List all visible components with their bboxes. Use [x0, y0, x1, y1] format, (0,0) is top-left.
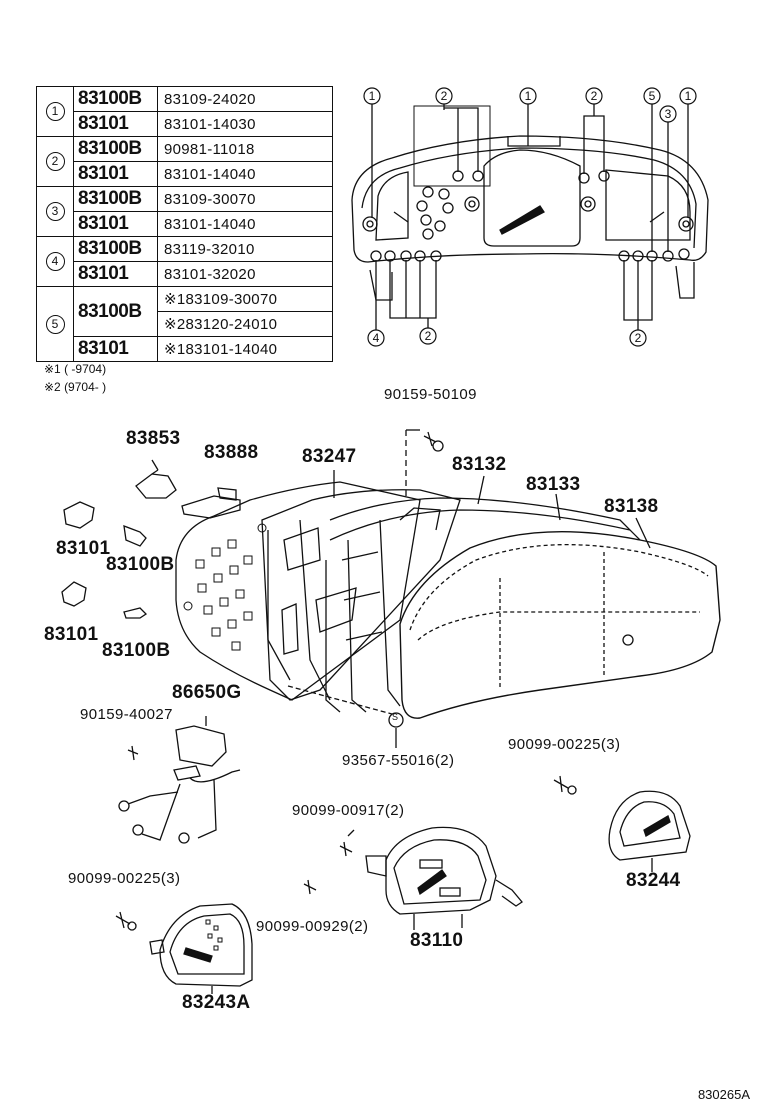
part-83853: 83853 — [126, 428, 181, 449]
legend-sub: ※283120-24010 — [157, 311, 333, 337]
part-83101-a: 83101 — [56, 538, 111, 559]
callout-bottom-2: 2 — [425, 329, 432, 343]
legend-main: 83101 — [73, 161, 158, 187]
legend-sub: 83101-14040 — [157, 161, 333, 187]
legend-main: 83101 — [73, 336, 158, 362]
part-90099-00225-b: 90099-00225(3) — [68, 870, 181, 887]
legend-main: 83100B — [73, 86, 158, 112]
part-90099-00929: 90099-00929(2) — [256, 918, 369, 935]
part-90159-40027: 90159-40027 — [80, 706, 173, 723]
s-mark: S — [392, 712, 399, 722]
part-83138: 83138 — [604, 496, 659, 517]
part-83132: 83132 — [452, 454, 507, 475]
note-2: ※2 (9704- ) — [44, 380, 107, 394]
callout-bottom-3: 2 — [635, 331, 642, 345]
legend-sub: ※183101-14040 — [157, 336, 333, 362]
callout-top-4: 2 — [591, 89, 598, 103]
part-83101-b: 83101 — [44, 624, 99, 645]
note-1: ※1 ( -9704) — [44, 362, 107, 376]
callout-top-6: 1 — [685, 89, 692, 103]
legend-sub: 83101-14040 — [157, 211, 333, 237]
part-83100B-a: 83100B — [106, 554, 175, 575]
legend-sub: 83101-14030 — [157, 111, 333, 137]
drawing-code: 830265A — [697, 1087, 750, 1102]
part-90099-00917: 90099-00917(2) — [292, 802, 405, 819]
part-83100B-b: 83100B — [102, 640, 171, 661]
callout-4: 4 — [45, 252, 65, 271]
callout-5: 5 — [45, 314, 65, 334]
part-83247: 83247 — [302, 446, 357, 467]
part-83888: 83888 — [204, 442, 259, 463]
legend-sub: 83101-32020 — [157, 261, 333, 287]
callout-1: 1 — [45, 102, 65, 121]
callout-top-1: 1 — [369, 89, 376, 103]
legend-main: 83100B — [73, 186, 158, 212]
part-83243A: 83243A — [182, 992, 251, 1013]
bulb-legend-table: 1 83100B 83109-24020 83101 83101-14030 2… — [36, 86, 333, 362]
part-93567-55016: 93567-55016(2) — [342, 752, 455, 769]
part-83110: 83110 — [410, 930, 464, 951]
exploded-view — [61, 429, 721, 994]
callout-top-2: 2 — [441, 89, 448, 103]
callout-top-7: 3 — [665, 107, 672, 121]
legend-main: 83101 — [73, 111, 158, 137]
part-83133: 83133 — [526, 474, 581, 495]
part-86650G: 86650G — [172, 682, 242, 703]
part-90159-50109: 90159-50109 — [384, 386, 477, 403]
cluster-front-view: 1 2 1 2 5 1 3 4 2 2 — [351, 87, 709, 347]
callout-3: 3 — [45, 202, 65, 221]
legend-sub: 90981-11018 — [157, 136, 333, 162]
callout-2: 2 — [45, 152, 65, 171]
legend-main: 83100B — [73, 236, 158, 262]
callout-top-5: 5 — [649, 89, 656, 103]
legend-sub: 83109-30070 — [157, 186, 333, 212]
part-83244: 83244 — [626, 870, 681, 891]
callout-top-3: 1 — [525, 89, 532, 103]
legend-main: 83101 — [73, 211, 158, 237]
part-90099-00225-a: 90099-00225(3) — [508, 736, 621, 753]
legend-main: 83100B — [73, 136, 158, 162]
callout-bottom-1: 4 — [373, 331, 380, 345]
